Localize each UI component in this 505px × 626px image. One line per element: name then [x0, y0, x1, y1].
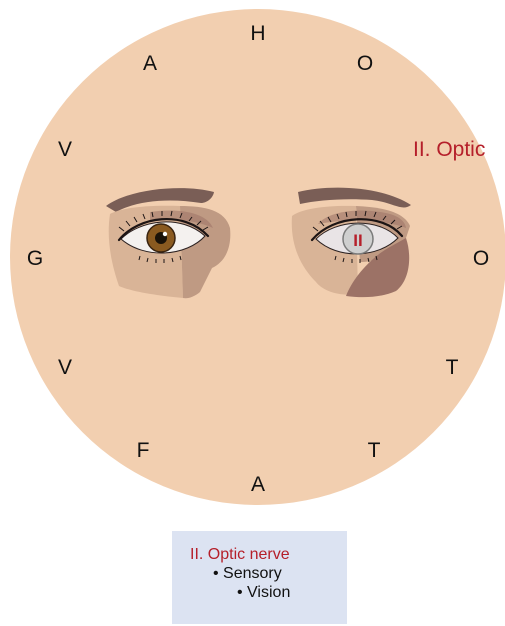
info-box-bullet: • Vision: [172, 583, 347, 602]
mnemonic-letter: O: [473, 247, 489, 270]
mnemonic-letter: A: [251, 473, 265, 496]
eye-nerve-marker: II: [353, 231, 362, 250]
mnemonic-letter: G: [27, 247, 43, 270]
face-disc: [10, 9, 505, 505]
mnemonic-letter: A: [143, 52, 157, 75]
mnemonic-letter: O: [357, 52, 373, 75]
mnemonic-letter: T: [446, 356, 459, 379]
mnemonic-letter: V: [58, 356, 72, 379]
mnemonic-letter: F: [137, 439, 150, 462]
info-box: II. Optic nerve • Sensory • Vision: [172, 531, 347, 624]
info-box-title: II. Optic nerve: [172, 545, 347, 564]
mnemonic-letter: T: [368, 439, 381, 462]
mnemonic-letter: V: [58, 138, 72, 161]
mnemonic-letter: H: [250, 22, 265, 45]
info-box-bullet: • Sensory: [172, 564, 347, 583]
optic-callout-label: II. Optic: [413, 138, 485, 161]
